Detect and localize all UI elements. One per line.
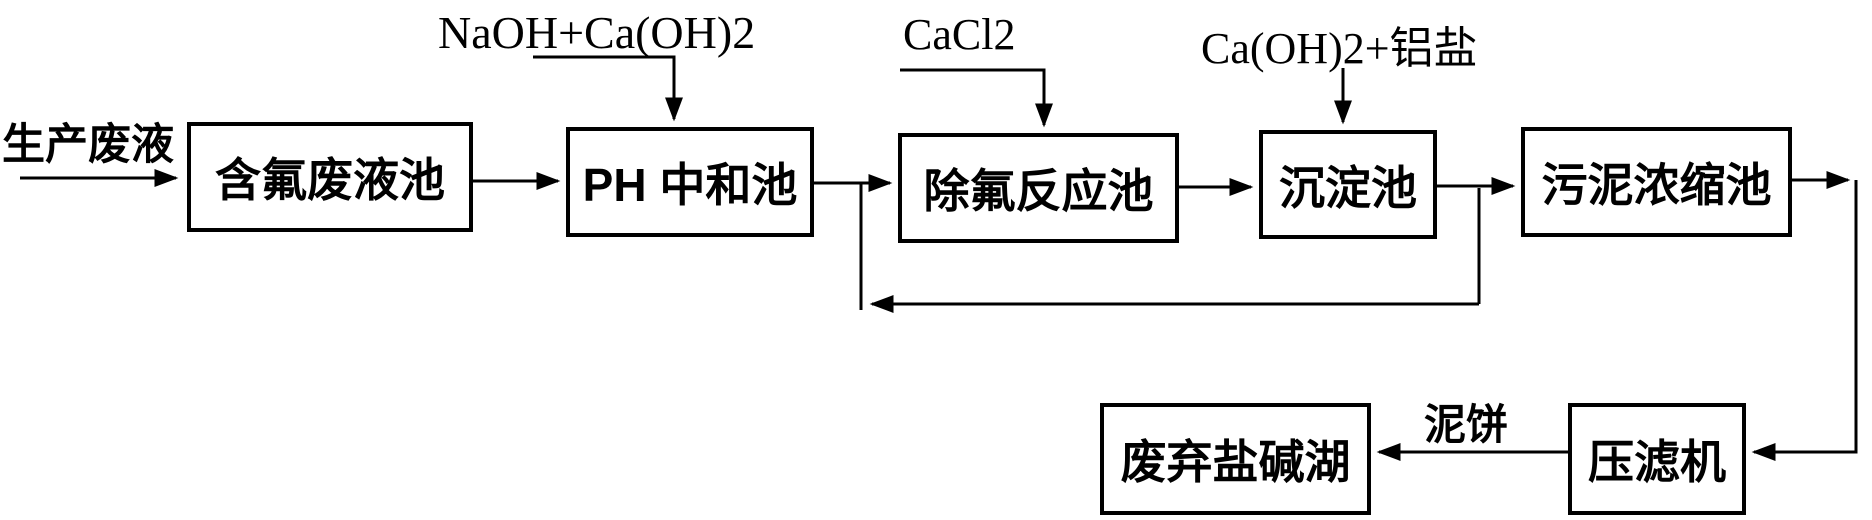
label-reagent-naoh-caoh2: NaOH+Ca(OH)2 — [438, 7, 756, 58]
label-reagent-caoh2-aluminum-salt: Ca(OH)2+铝盐 — [1201, 24, 1478, 73]
line-down-to-yalv — [1751, 180, 1858, 461]
feed-naoh-to-ph — [533, 55, 683, 122]
node-label: 污泥浓缩池 — [1541, 159, 1772, 211]
node-filter-press: 压滤机 — [1568, 403, 1746, 515]
node-sludge-thickening-tank: 污泥浓缩池 — [1521, 127, 1792, 237]
node-label: 除氟反应池 — [923, 165, 1154, 217]
node-label: 含氟废液池 — [215, 154, 445, 206]
feed-cacl2-to-chufu — [900, 68, 1053, 128]
node-label: PH 中和池 — [582, 159, 798, 211]
label-production-waste-liquid: 生产废液 — [2, 121, 174, 169]
node-label: 沉淀池 — [1279, 161, 1417, 214]
node-label: 废弃盐碱湖 — [1120, 436, 1351, 488]
label-reagent-cacl2: CaCl2 — [903, 10, 1016, 59]
node-defluorination-reaction-tank: 除氟反应池 — [898, 133, 1179, 243]
node-fluoride-waste-tank: 含氟废液池 — [187, 122, 473, 232]
node-abandoned-saline-lake: 废弃盐碱湖 — [1100, 403, 1371, 515]
label-mud-cake: 泥饼 — [1424, 401, 1509, 448]
node-ph-neutralization-tank: PH 中和池 — [566, 127, 814, 237]
node-label: 压滤机 — [1588, 436, 1726, 488]
node-sedimentation-tank: 沉淀池 — [1259, 130, 1437, 239]
